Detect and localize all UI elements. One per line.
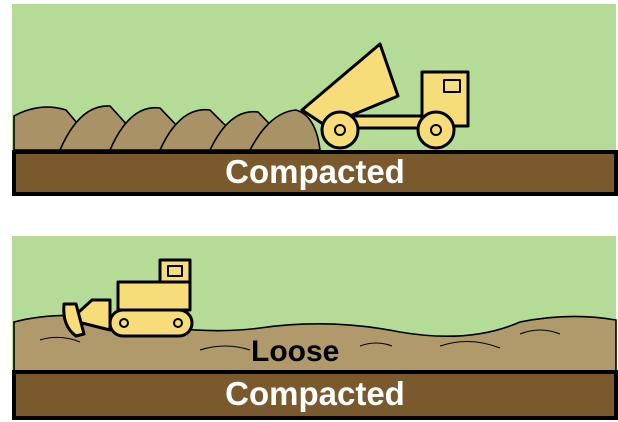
compacted-label-bottom: Compacted <box>225 375 405 412</box>
bulldozer-icon <box>62 258 194 338</box>
loose-label: Loose <box>251 335 340 368</box>
soil-piles <box>13 105 321 151</box>
compacted-layer <box>12 150 618 196</box>
compacted-label-top: Compacted <box>225 153 405 190</box>
compacted-layer-bottom <box>12 370 618 420</box>
top-scene <box>12 4 618 196</box>
loose-texture <box>39 329 561 351</box>
dump-truck-icon <box>300 42 470 150</box>
top-panel: Compacted <box>0 0 618 200</box>
